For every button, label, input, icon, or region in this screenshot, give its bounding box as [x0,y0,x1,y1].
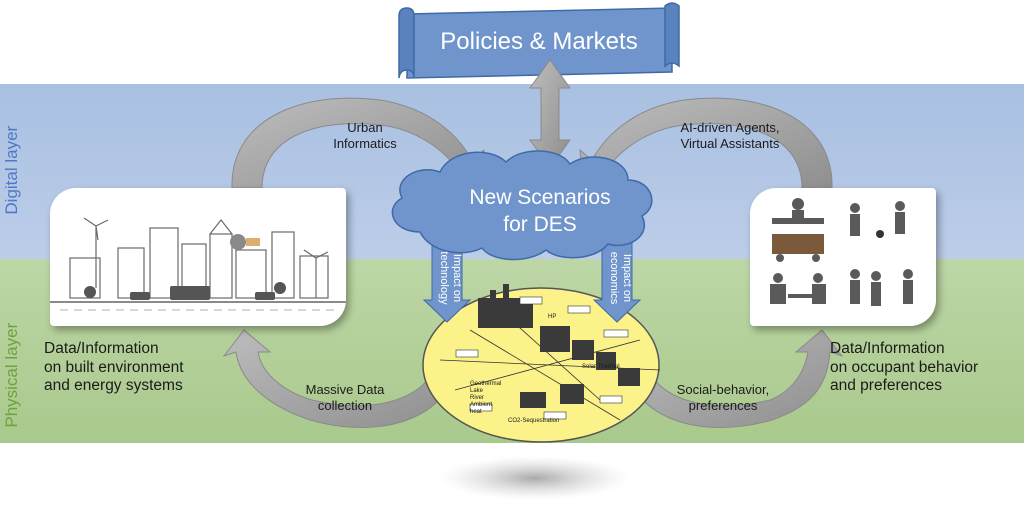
social-behavior-line2: preferences [688,397,758,413]
ai-agents-line1: AI-driven Agents, [680,120,780,135]
banner-title: Policies & Markets [440,28,638,55]
impact-economics-label: Impact on economics [601,238,633,318]
city-illustration-card [50,188,346,326]
occupant-behavior-info: Data/Information on occupant behavior an… [830,340,1024,396]
people-illustration-card [750,188,936,326]
geo-line5: heat [470,408,482,415]
hp-label: HP [548,314,557,320]
new-scenarios-cloud [391,150,653,261]
occupant-info-line2: on occupant behavior [830,358,979,376]
impact-economics-line1: Impact on [621,253,633,303]
massive-data-line1: Massive Data [305,382,385,397]
urban-informatics-label: Urban Informatics [300,120,430,151]
geo-line4: Ambient [470,401,493,408]
energy-system-map [422,284,661,443]
impact-technology-label: Impact on technology [431,238,463,318]
social-behavior-line1: Social-behavior, [676,382,770,397]
social-behavior-arrow [623,329,844,428]
co2-label: CO2-Sequestration [508,418,560,424]
impact-economics-arrow [592,235,642,323]
geo-line1: Geothermal [470,381,502,387]
urban-informatics-line1: Urban [347,120,383,135]
physical-layer-label: Physical layer [1,322,21,428]
geo-heat-label: Geothermal Lake River Ambient heat [470,381,501,415]
social-behavior-label: Social-behavior, preferences [658,382,788,413]
cloud-title-line1: New Scenarios [469,186,611,209]
occupant-info-line3: and preferences [830,377,943,395]
massive-data-arrow [222,329,459,428]
digital-layer-label: Digital layer [1,125,21,215]
massive-data-label: Massive Data collection [285,382,405,413]
impact-technology-line2: technology [437,251,450,305]
built-info-line1: Data/Information [44,340,159,357]
floor-shadow [440,456,630,500]
built-info-line2: on built environment [44,358,184,376]
city-icon [50,217,346,311]
policies-markets-banner [398,2,680,79]
people-icon [770,198,913,306]
ai-agents-label: AI-driven Agents, Virtual Assistants [660,120,800,151]
solar-thermal-label: Solar Thermal [582,364,620,370]
geo-line2: Lake [470,387,484,394]
geo-line3: River [470,394,485,401]
built-environment-info: Data/Information on built environment an… [44,340,244,396]
occupant-info-line1: Data/Information [830,340,945,357]
urban-informatics-line2: Informatics [333,135,397,151]
built-info-line3: and energy systems [44,377,183,395]
massive-data-line2: collection [317,397,373,413]
ai-agents-line2: Virtual Assistants [680,135,780,151]
impact-economics-line2: economics [607,251,620,305]
impact-technology-line1: Impact on [451,253,463,303]
cloud-title-line2: for DES [503,213,577,236]
